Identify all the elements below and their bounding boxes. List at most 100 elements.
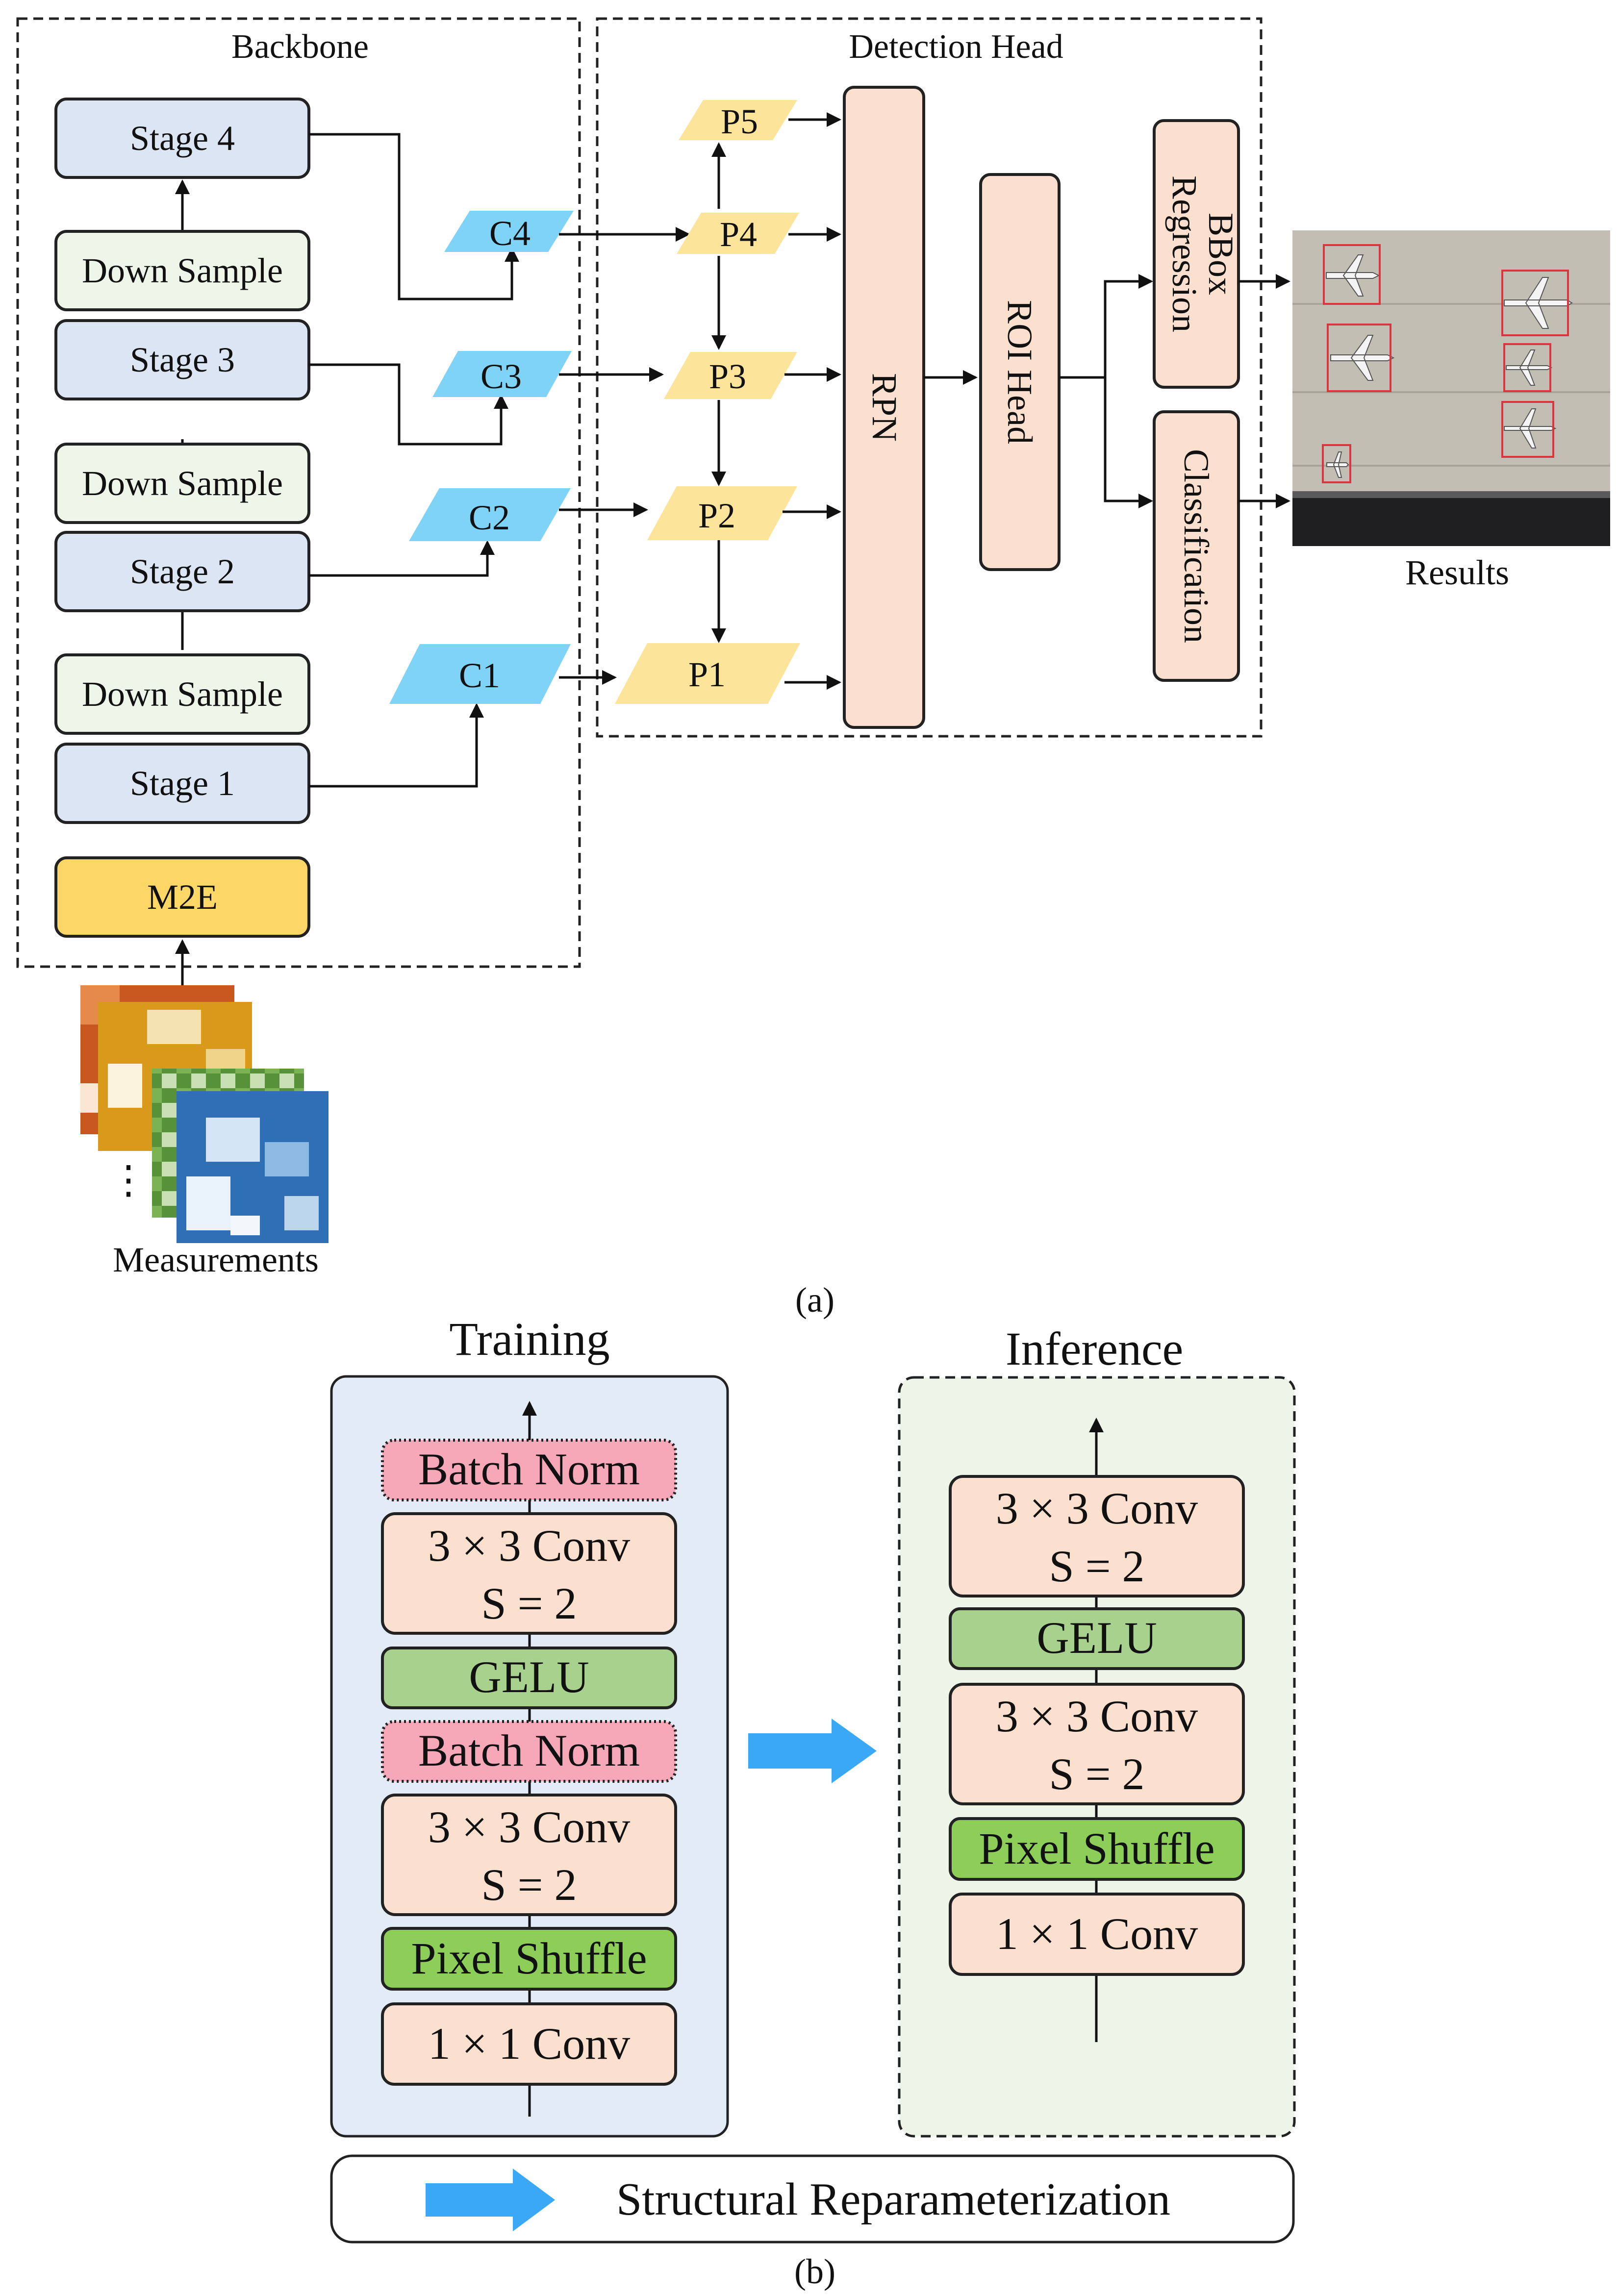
results-image: [1292, 230, 1610, 546]
svg-text:Stage 1: Stage 1: [130, 764, 235, 803]
svg-text:3 × 3 Conv: 3 × 3 Conv: [996, 1483, 1198, 1533]
stage1-to-c1-arrow: [309, 702, 484, 788]
roi-head-block: ROI Head: [979, 173, 1061, 571]
c3-feature: C3: [432, 351, 572, 397]
reparameterization-arrow: [748, 1719, 877, 1783]
training-conv1x1: 1 × 1 Conv: [381, 2002, 677, 2086]
airplane-icon: [1501, 401, 1557, 458]
svg-text:C4: C4: [489, 214, 531, 253]
training-gelu: GELU: [381, 1647, 677, 1709]
svg-text:Regression: Regression: [1165, 175, 1204, 332]
c1-feature: C1: [389, 644, 571, 704]
training-pixel-shuffle: Pixel Shuffle: [381, 1927, 677, 1991]
training-batch-norm-bottom: Batch Norm: [381, 1720, 677, 1783]
training-conv3x3-bottom: 3 × 3 Conv S = 2: [381, 1794, 677, 1916]
svg-text:P1: P1: [688, 655, 726, 694]
svg-text:P5: P5: [721, 102, 758, 141]
svg-text:Batch Norm: Batch Norm: [418, 1444, 640, 1494]
airplane-icon: [1503, 343, 1553, 392]
stage-2-block: Stage 2: [54, 531, 310, 612]
svg-text:3 × 3 Conv: 3 × 3 Conv: [428, 1521, 630, 1571]
legend-arrow-icon: [426, 2169, 555, 2231]
svg-text:Pixel Shuffle: Pixel Shuffle: [411, 1933, 647, 1983]
svg-text:Down Sample: Down Sample: [82, 464, 283, 503]
svg-text:Stage 4: Stage 4: [130, 119, 235, 158]
svg-text:Stage 3: Stage 3: [130, 340, 235, 379]
stage2-to-c2-arrow: [309, 540, 495, 577]
rpn-block: RPN: [843, 86, 925, 729]
svg-text:Down Sample: Down Sample: [82, 674, 283, 714]
training-conv3x3-top: 3 × 3 Conv S = 2: [381, 1512, 677, 1635]
legend-label: Structural Reparameterization: [616, 2174, 1170, 2225]
m2e-block: M2E: [54, 856, 310, 938]
stage-4-block: Stage 4: [54, 98, 310, 179]
svg-text:S = 2: S = 2: [1049, 1541, 1144, 1591]
svg-text:3 × 3 Conv: 3 × 3 Conv: [996, 1691, 1198, 1741]
svg-text:P2: P2: [698, 496, 735, 535]
svg-text:Stage 2: Stage 2: [130, 552, 235, 591]
inference-gelu: GELU: [949, 1607, 1245, 1670]
down-sample-block-2: Down Sample: [54, 443, 310, 524]
legend-box: [330, 2154, 1295, 2244]
svg-text:GELU: GELU: [469, 1652, 589, 1702]
backbone-container: [16, 17, 581, 968]
stage3-to-c3-arrow: [309, 363, 508, 446]
svg-text:BBox: BBox: [1201, 213, 1240, 295]
svg-text:1 × 1 Conv: 1 × 1 Conv: [428, 2019, 630, 2069]
airplane-icon: [1327, 324, 1395, 392]
svg-text:S = 2: S = 2: [1049, 1749, 1144, 1799]
svg-text:C3: C3: [480, 357, 522, 396]
measurements-dots: ⋮: [109, 1159, 148, 1202]
panel-b-label: (b): [794, 2252, 835, 2291]
svg-text:RPN: RPN: [865, 373, 904, 442]
detection-head-container: [596, 17, 1263, 738]
svg-text:1 × 1 Conv: 1 × 1 Conv: [996, 1909, 1198, 1959]
bbox-regression-block: BBox Regression: [1153, 119, 1240, 389]
p3-feature: P3: [664, 352, 797, 399]
inference-title: Inference: [1006, 1323, 1183, 1375]
c2-feature: C2: [409, 488, 571, 541]
measurements-image: [80, 985, 329, 1243]
measurements-label: Measurements: [113, 1240, 319, 1279]
svg-text:C2: C2: [469, 498, 510, 537]
training-title: Training: [449, 1313, 609, 1365]
training-batch-norm-top: Batch Norm: [381, 1439, 677, 1501]
inference-conv1x1: 1 × 1 Conv: [949, 1893, 1245, 1976]
airplane-icon: [1501, 270, 1573, 336]
c4-feature: C4: [444, 211, 574, 253]
svg-text:P3: P3: [709, 357, 746, 396]
p2-feature: P2: [647, 486, 797, 540]
roi-to-bbox-arrow: [1104, 274, 1154, 377]
down-sample-block-1: Down Sample: [54, 653, 310, 735]
svg-text:S = 2: S = 2: [481, 1860, 577, 1910]
stage-1-block: Stage 1: [54, 743, 310, 824]
svg-text:S = 2: S = 2: [481, 1578, 577, 1628]
svg-text:Batch Norm: Batch Norm: [418, 1725, 640, 1775]
svg-text:3 × 3 Conv: 3 × 3 Conv: [428, 1802, 630, 1852]
stage4-to-c4-arrow: [309, 133, 519, 300]
svg-text:Pixel Shuffle: Pixel Shuffle: [979, 1823, 1214, 1873]
svg-text:C1: C1: [459, 656, 500, 695]
svg-text:M2E: M2E: [147, 877, 218, 917]
airplane-icon: [1323, 244, 1381, 305]
inference-pixel-shuffle: Pixel Shuffle: [949, 1817, 1245, 1881]
svg-text:ROI Head: ROI Head: [1000, 300, 1039, 444]
inference-conv3x3-top: 3 × 3 Conv S = 2: [949, 1475, 1245, 1597]
p1-feature: P1: [615, 643, 800, 704]
p5-feature: P5: [679, 100, 797, 141]
svg-text:Down Sample: Down Sample: [82, 251, 283, 290]
inference-conv3x3-bottom: 3 × 3 Conv S = 2: [949, 1683, 1245, 1805]
roi-to-classification-arrow: [1104, 377, 1154, 508]
detection-head-title: Detection Head: [849, 28, 1063, 66]
down-sample-block-3: Down Sample: [54, 230, 310, 311]
svg-text:GELU: GELU: [1037, 1613, 1157, 1663]
svg-text:P4: P4: [720, 215, 757, 254]
panel-a-label: (a): [795, 1280, 834, 1320]
airplane-icon: [1322, 444, 1351, 483]
classification-block: Classification: [1153, 410, 1240, 682]
results-label: Results: [1405, 553, 1509, 592]
svg-text:Classification: Classification: [1177, 449, 1216, 643]
backbone-title: Backbone: [231, 28, 369, 66]
stage-3-block: Stage 3: [54, 319, 310, 400]
